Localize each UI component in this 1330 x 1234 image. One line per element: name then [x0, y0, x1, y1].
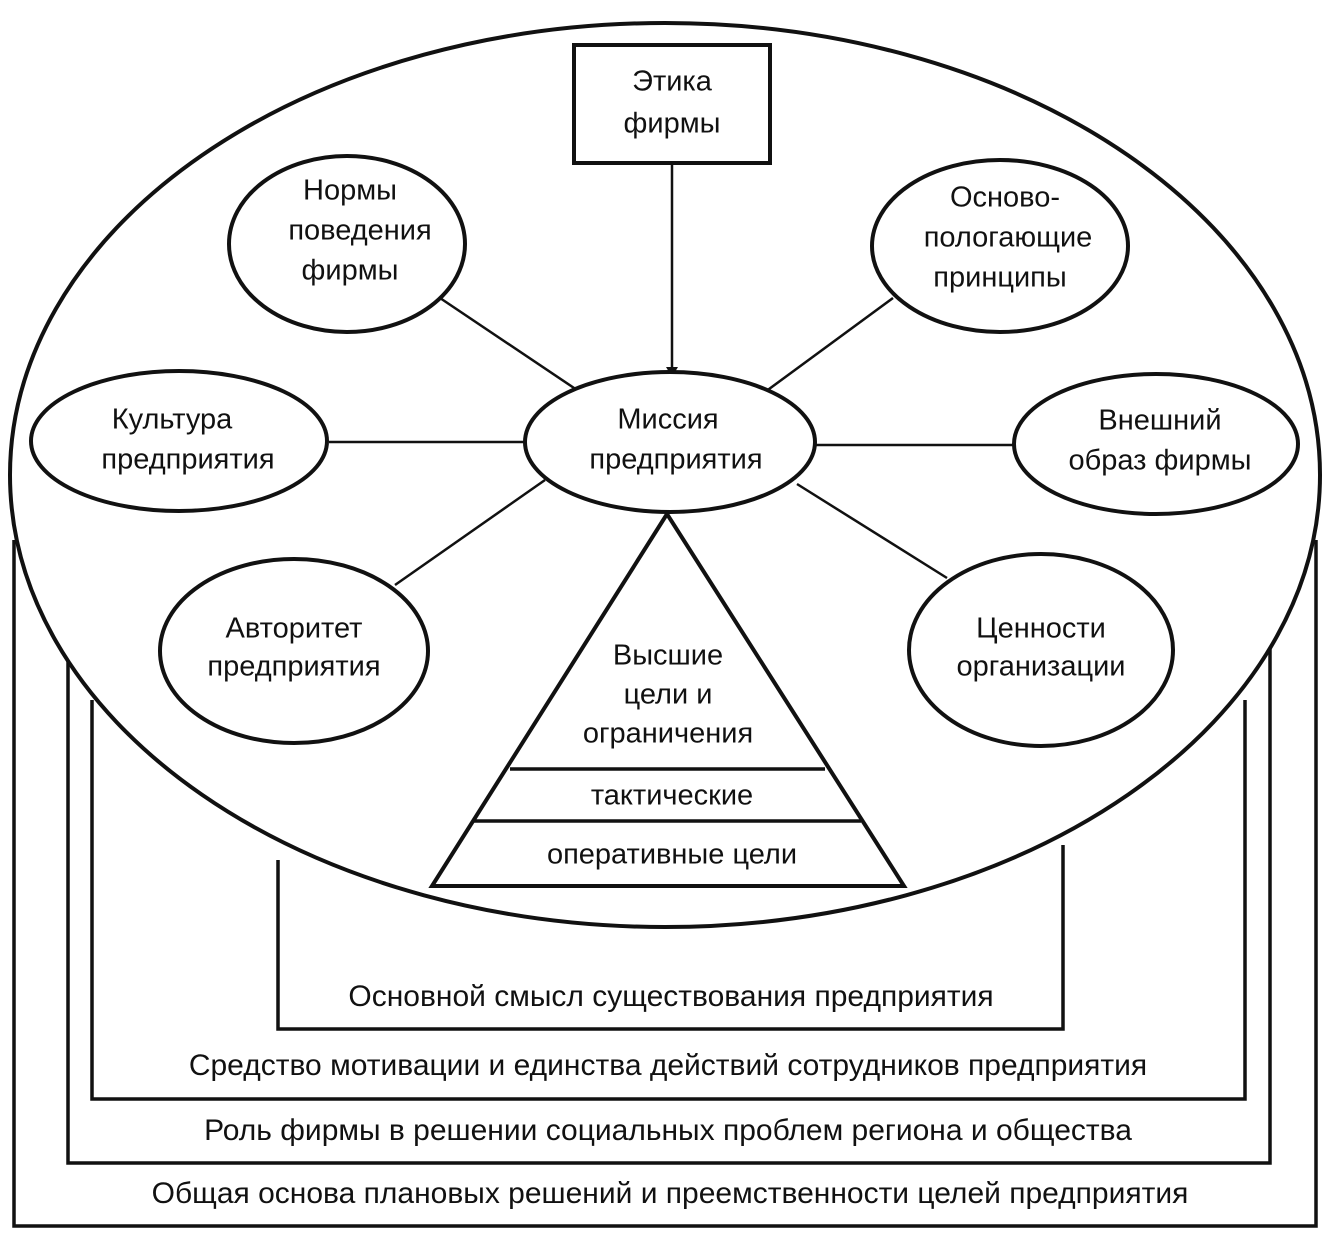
frame-motivation [90, 700, 1247, 1101]
pyramid-top-line-1: Высшие [613, 640, 723, 672]
node-mission [523, 370, 817, 514]
frame-general-basis-label: Общая основа плановых решений и преемств… [152, 1177, 1189, 1210]
node-image-line-2: образ фирмы [1069, 445, 1252, 477]
ethics-label-line-2: фирмы [624, 108, 721, 140]
pyramid-top-line-3: ограничения [583, 718, 753, 750]
node-culture-line-1: Культура [112, 404, 233, 436]
node-norms [227, 154, 467, 334]
connector-authority [394, 478, 546, 587]
pyramid-middle-label: тактические [591, 780, 753, 812]
node-principles-line-2: пологающие [924, 222, 1093, 254]
frame-main-meaning [276, 845, 1065, 1031]
node-norms-line-3: фирмы [302, 255, 399, 287]
connector-principles [764, 296, 894, 394]
node-norms-line-1: Нормы [303, 175, 397, 207]
ethics-box [572, 43, 772, 165]
mission-label-line-2: предприятия [589, 444, 762, 476]
frame-social-role [66, 640, 1272, 1165]
connector-values [796, 482, 948, 580]
frame-general-basis [12, 540, 1318, 1228]
node-norms-line-2: поведения [288, 215, 431, 247]
node-authority-line-2: предприятия [207, 651, 380, 683]
node-principles-line-1: Осново- [950, 182, 1060, 214]
node-image-line-1: Внешний [1098, 405, 1221, 437]
node-values-line-2: организации [957, 651, 1126, 683]
node-values-line-1: Ценности [976, 613, 1106, 645]
node-principles [870, 158, 1130, 334]
node-culture-line-2: предприятия [101, 444, 274, 476]
node-principles-line-3: принципы [933, 262, 1066, 294]
frame-social-role-label: Роль фирмы в решении социальных проблем … [204, 1114, 1132, 1147]
node-values [907, 552, 1175, 748]
pyramid-top-line-2: цели и [624, 679, 713, 711]
mission-label-line-1: Миссия [617, 404, 718, 436]
node-authority [158, 557, 430, 745]
node-culture [29, 369, 329, 513]
frame-main-meaning-label: Основной смысл существования предприятия [348, 980, 993, 1013]
node-image [1012, 372, 1300, 516]
ethics-label-line-1: Этика [632, 66, 713, 98]
frame-motivation-label: Средство мотивации и единства действий с… [189, 1049, 1147, 1082]
node-authority-line-1: Авторитет [226, 613, 363, 645]
pyramid-bottom-label: оперативные цели [547, 839, 797, 871]
goals-pyramid [428, 510, 908, 888]
connector-norms [439, 296, 581, 394]
